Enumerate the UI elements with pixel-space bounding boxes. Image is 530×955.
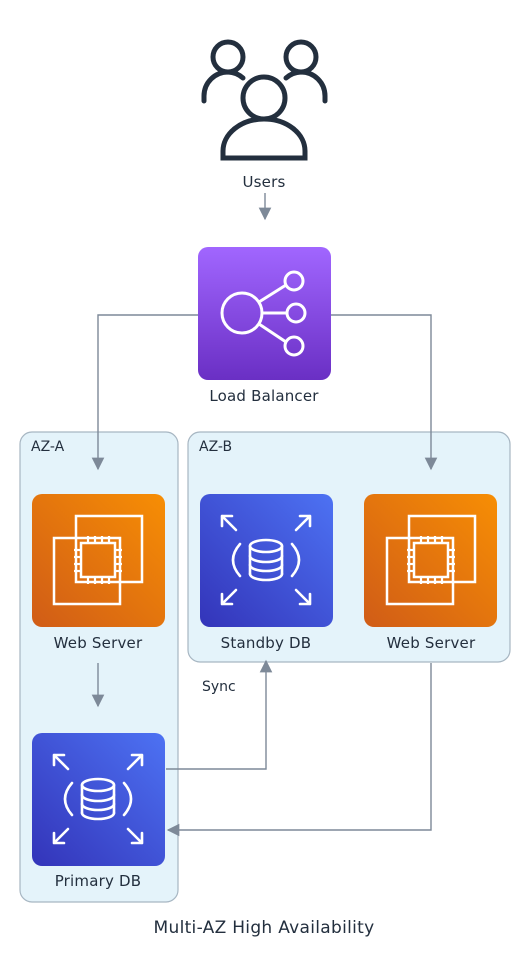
- users-node: Users: [201, 39, 328, 191]
- edge-web-b-to-primary-db: [166, 663, 432, 837]
- sync-edge-label: Sync: [202, 679, 236, 695]
- primary-db-label: Primary DB: [55, 872, 142, 890]
- diagram-title: Multi-AZ High Availability: [154, 918, 375, 938]
- web-server-b-node: Web Server: [364, 494, 497, 652]
- edge-sync-primary-to-standby: [166, 659, 273, 770]
- web-server-a-node: Web Server: [32, 494, 165, 652]
- users-label: Users: [242, 173, 285, 191]
- load-balancer-icon: [220, 270, 307, 357]
- standby-db-node: Standby DB: [200, 494, 333, 652]
- edge-lb-to-web-b: [330, 314, 438, 471]
- load-balancer-node: Load Balancer: [198, 247, 331, 405]
- users-icon: [201, 39, 328, 161]
- zone-az-a-label: AZ-A: [31, 439, 65, 455]
- load-balancer-label: Load Balancer: [209, 387, 319, 405]
- web-server-b-label: Web Server: [387, 634, 476, 652]
- standby-db-label: Standby DB: [221, 634, 312, 652]
- zone-az-b-label: AZ-B: [199, 439, 232, 455]
- web-server-a-label: Web Server: [54, 634, 143, 652]
- edge-lb-to-web-a: [91, 314, 198, 471]
- primary-db-node: Primary DB: [32, 733, 165, 890]
- edges: [91, 193, 438, 837]
